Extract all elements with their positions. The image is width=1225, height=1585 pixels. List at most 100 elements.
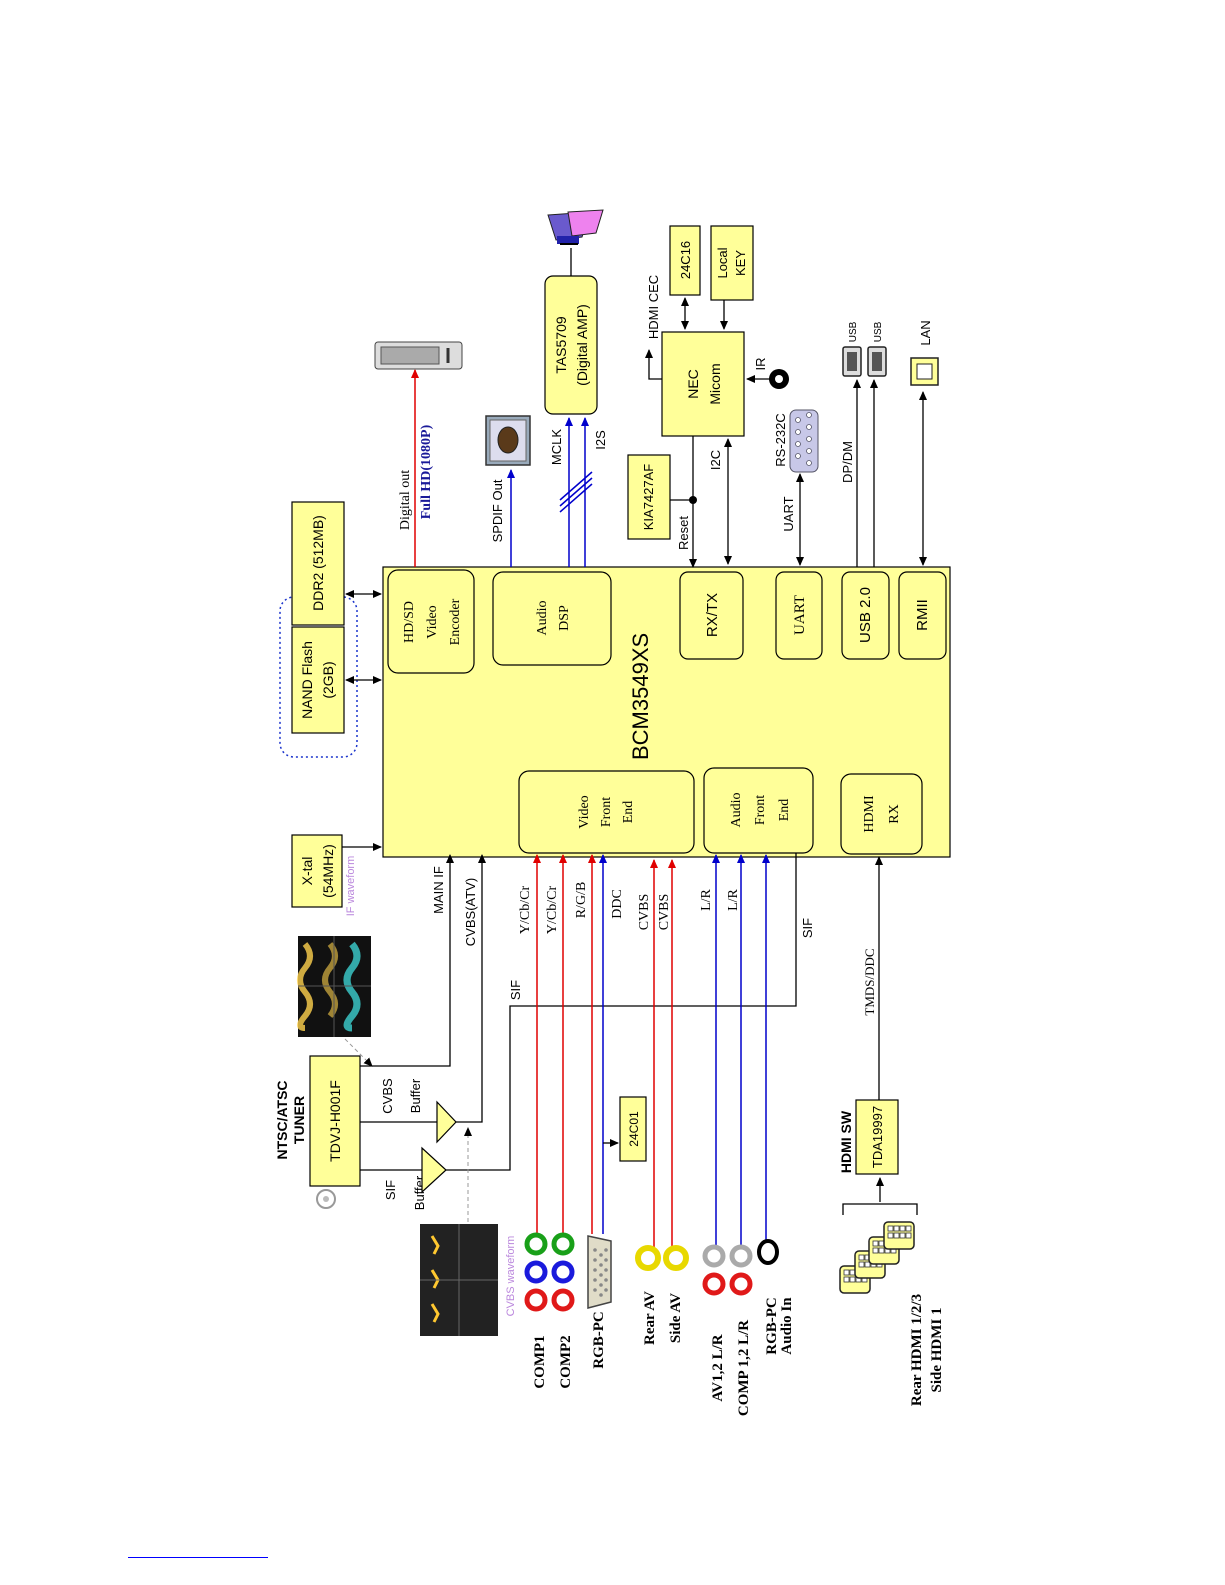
rear-hdmi-input-label: Rear HDMI 1/2/3 [909,1294,925,1406]
comp2-input-label: COMP2 [558,1335,574,1388]
cvbs-tuner-label: CVBS [380,1078,395,1114]
rgb-audio-line2: Audio In [779,1297,795,1355]
cvbs-waveform-scope [420,1224,498,1336]
tmds-label: TMDS/DDC [862,948,877,1015]
afe-line3: End [777,799,792,822]
hdmi-switch-chip-label: TDA19997 [870,1106,885,1168]
digital-out-label: Digital out [398,470,413,530]
i2s-label: I2S [593,430,608,450]
mclk-label: MCLK [549,429,564,465]
speaker-icon [547,209,604,245]
lr2-label: L/R [726,888,741,910]
reset-label: Reset [676,516,691,550]
sif-right-label: SIF [800,918,815,938]
spdif-label: SPDIF Out [490,479,505,542]
audio-dsp-line2: DSP [557,605,572,631]
cvbs-atv-line [456,854,486,1123]
comp2-jacks-icon [551,1232,575,1312]
vfe-line3: End [621,801,636,824]
micom-line1: NEC [685,369,701,399]
afe-line1: Audio [729,793,744,828]
micom-chip: NEC Micom [661,331,745,437]
rgb-label: R/G/B [574,882,589,919]
sif-tuner-label: SIF [383,1180,398,1200]
cvbs-buffer [436,1100,457,1144]
if-waveform-pointer [344,1038,373,1067]
cvbs-atv-label: CVBS(ATV) [463,878,478,946]
video-front-end-block: Video Front End [518,770,695,854]
audio-front-end-block: Audio Front End [703,767,814,854]
local-key: Local KEY [710,225,754,301]
sif-buffer [421,1146,447,1194]
nand-chip: NAND Flash (2GB) [291,626,345,734]
reset-ic-label: KIA7427AF [641,464,656,531]
lan-port-icon [910,357,939,386]
dpdm-label: DP/DM [840,441,855,483]
rs232-label: RS-232C [773,413,788,466]
video-encoder-line3: Encoder [448,598,463,645]
soc-name: BCM3549XS [628,633,653,760]
usb-block: USB 2.0 [841,571,890,660]
local-key-line2: KEY [733,250,748,276]
hdmi-cec-label: HDMI CEC [646,275,661,339]
vfe-line2: Front [599,797,614,827]
dvi-connector-icon [374,341,463,370]
main-if-label: MAIN IF [431,866,446,914]
ycbcr2-label: Y/Cb/Cr [545,886,560,935]
i2s-bus-slash [559,471,593,513]
audio-dsp-line1: Audio [535,601,550,636]
nand-line1: NAND Flash [299,641,315,719]
usb-port-1-icon [842,346,862,377]
usb-label: USB 2.0 [857,587,874,643]
rxtx-label: RX/TX [704,593,721,637]
hdmi-connectors-icon [839,1221,915,1294]
rf-input-icon [316,1189,336,1209]
usb-port-2-label: USB [873,321,884,342]
video-encoder-block: HD/SD Video Encoder [387,569,475,674]
ddr-chip: DDR2 (512MB) [291,501,345,626]
sif-line [446,853,797,1171]
buffer1-label: Buffer [408,1078,423,1113]
comp-lr-input-label: COMP 1,2 L/R [736,1320,752,1416]
ir-receiver-icon [769,369,789,389]
hdmi-rx-line1: HDMI [862,795,877,833]
xtal-line1: X-tal [299,857,315,886]
micom-line2: Micom [707,363,723,404]
xtal-line2: (54MHz) [320,844,336,898]
video-encoder-line1: HD/SD [402,601,417,643]
side-av-input-label: Side AV [668,1293,684,1343]
amp-line2: (Digital AMP) [574,304,590,386]
uart-label: UART [792,595,808,635]
amp-chip: TAS5709 (Digital AMP) [544,275,598,415]
i2c-label: I2C [708,450,723,470]
cvbs1-label: CVBS [637,894,652,931]
av-lr-input-label: AV1,2 L/R [710,1334,726,1401]
audio-dsp-block: Audio DSP [492,571,612,666]
spdif-connector-icon [485,415,531,466]
uart-signal-label: UART [781,496,796,531]
tuner-title-line2: TUNER [291,1096,307,1144]
eeprom-24c16: 24C16 [669,225,701,296]
if-waveform-label: IF waveform [345,856,357,917]
hdmi-rx-block: HDMI RX [840,773,923,855]
digital-out-sublabel: Full HD(1080P) [419,424,434,519]
ycbcr1-label: Y/Cb/Cr [518,886,533,935]
tuner-chip: TDVJ-H001F [309,1055,361,1187]
video-encoder-line2: Video [425,605,440,638]
eeprom-24c01-label: 24C01 [627,1111,641,1147]
if-waveform-scope [297,936,371,1037]
hdmi-brace [842,1203,918,1215]
rgb-pc-input-label: RGB-PC [591,1311,607,1369]
afe-line2: Front [753,795,768,825]
reset-ic: KIA7427AF [627,454,671,540]
rgb-pc-connector-icon [587,1235,612,1309]
vfe-line1: Video [577,795,592,828]
tuner-part-label: TDVJ-H001F [327,1080,343,1162]
audio-lr-jacks-icon [702,1244,753,1296]
side-hdmi-input-label: Side HDMI 1 [929,1307,945,1392]
lr1-label: L/R [699,888,714,910]
rs232-connector-icon [789,409,819,473]
tuner-title-line1: NTSC/ATSC [274,1080,290,1159]
sif-left-label: SIF [508,980,523,1000]
